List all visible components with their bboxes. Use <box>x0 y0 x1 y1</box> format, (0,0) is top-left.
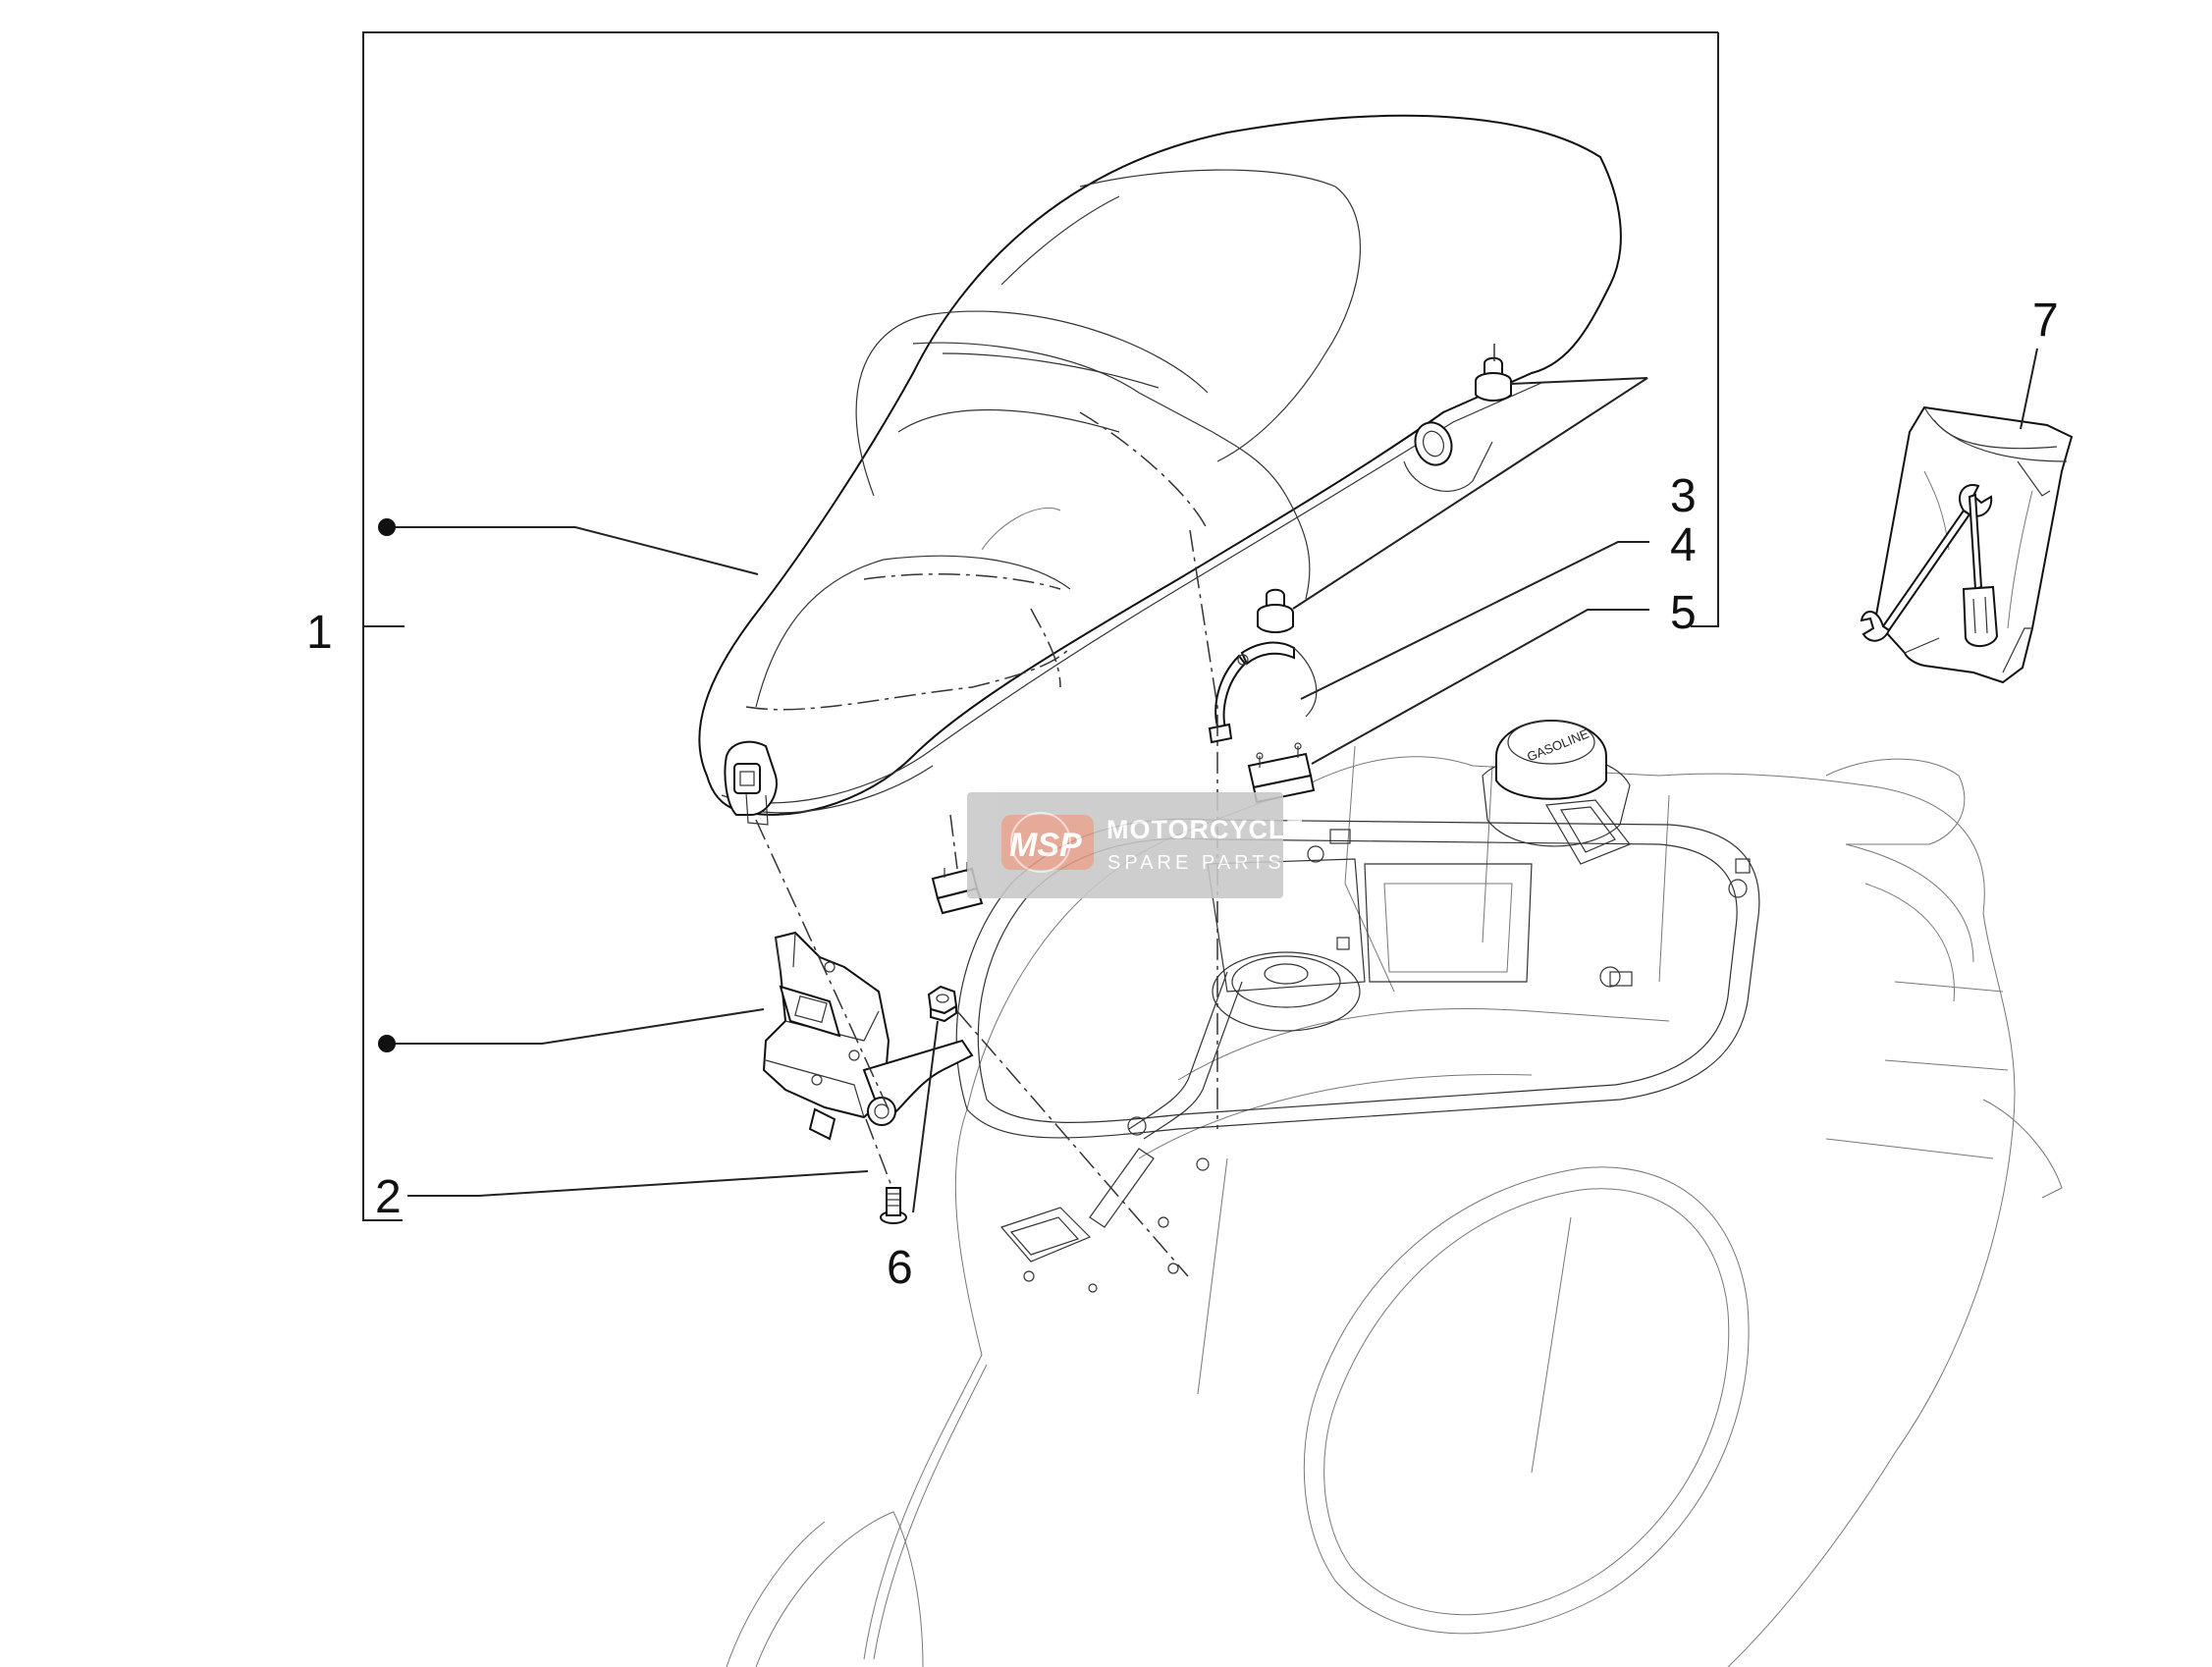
scooter-body <box>726 745 2063 1667</box>
kit-bracket <box>362 31 1719 1221</box>
seat-part <box>698 114 1622 826</box>
rubber-buffer-part <box>1257 356 1512 633</box>
tool-kit-part <box>1860 405 2074 684</box>
callout-4: 4 <box>1670 519 1697 571</box>
watermark: MSP MOTORCYCLE SPARE PARTS <box>967 792 1305 898</box>
callout-6: 6 <box>887 1242 913 1294</box>
leader-lines <box>387 348 2038 1213</box>
watermark-subtitle: SPARE PARTS <box>1107 852 1285 874</box>
strap-part <box>1208 641 1318 744</box>
fuel-cap: GASOLINE <box>1482 720 1631 865</box>
watermark-logo: MSP <box>1009 827 1082 864</box>
bullet-hinge <box>378 1035 396 1052</box>
callout-1: 1 <box>306 607 333 659</box>
screw-part <box>880 1187 907 1224</box>
callout-5: 5 <box>1670 587 1697 639</box>
watermark-title: MOTORCYCLE <box>1106 815 1305 844</box>
callout-3: 3 <box>1670 470 1697 522</box>
bullet-seat <box>378 518 396 536</box>
callout-2: 2 <box>375 1171 402 1223</box>
seat-hinge-part <box>762 931 974 1141</box>
storage-compartment <box>955 818 1760 1293</box>
nut-part <box>927 985 958 1023</box>
callout-7: 7 <box>2032 295 2059 347</box>
